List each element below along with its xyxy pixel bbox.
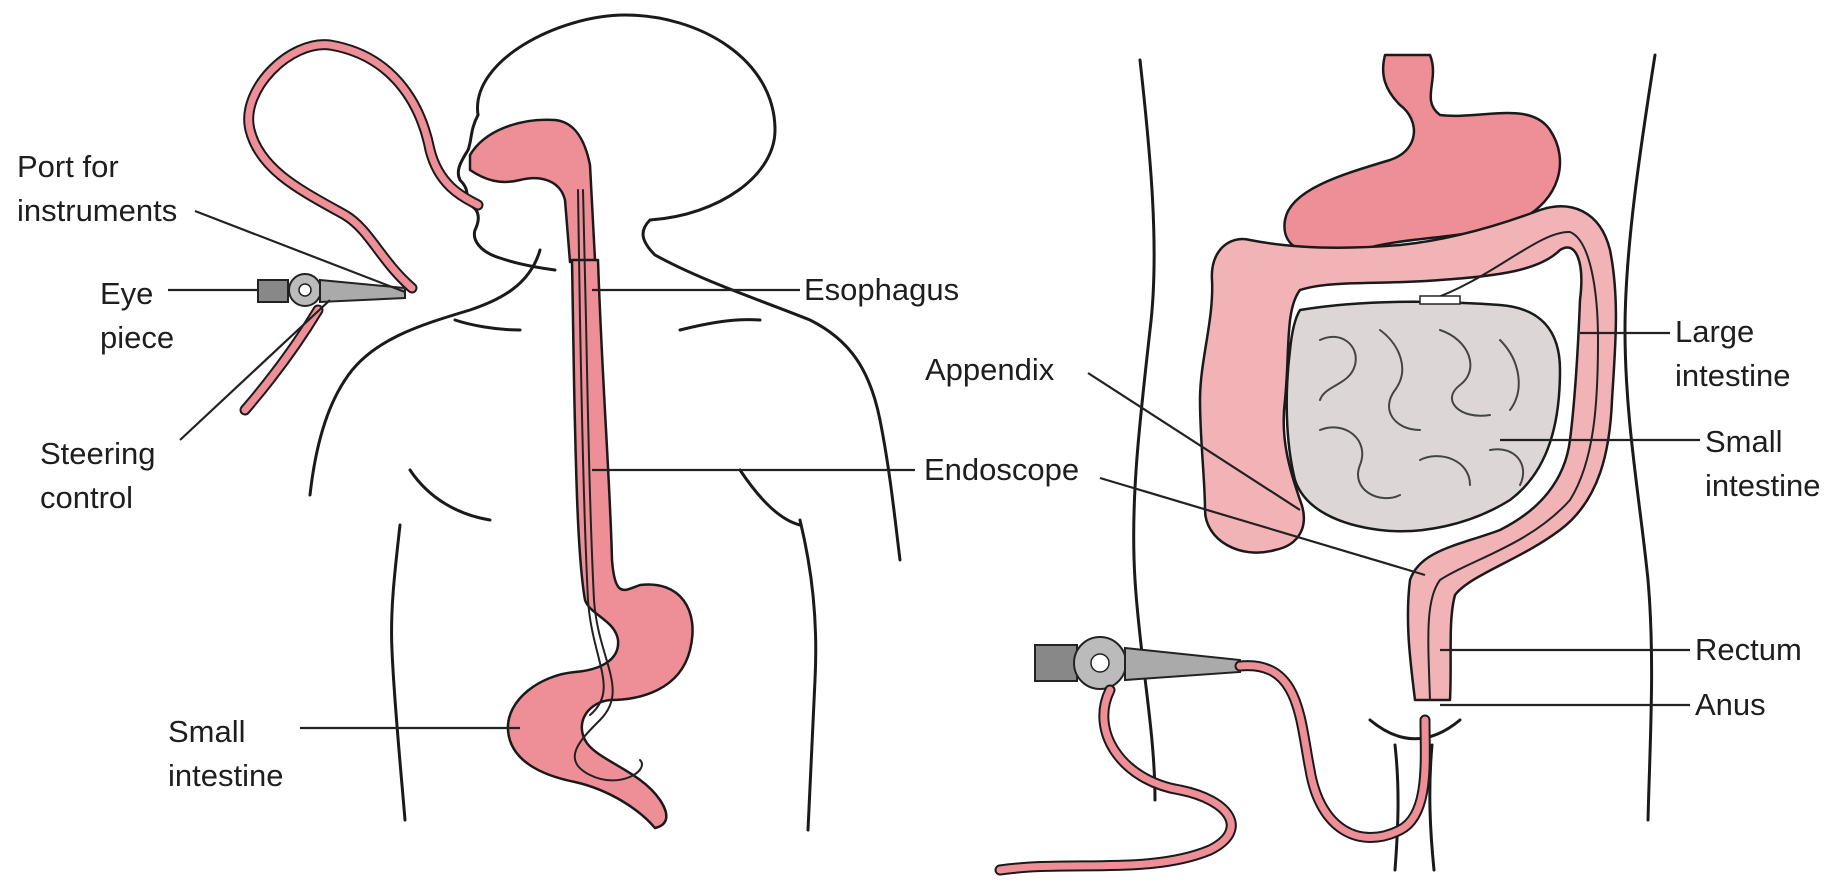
colonoscope-cable-tail	[1000, 690, 1231, 870]
label-rectum: Rectum	[1695, 628, 1802, 672]
label-port-for-instruments: Port for instruments	[17, 145, 177, 233]
upper-endoscopy-illustration	[245, 15, 900, 830]
label-endoscope: Endoscope	[924, 448, 1079, 492]
label-steering-control: Steering control	[40, 432, 155, 520]
torso-right-line	[800, 520, 816, 830]
scope-cable-loop	[249, 45, 478, 288]
torso-left-line	[392, 525, 405, 820]
label-small-intestine-left: Small intestine	[168, 710, 283, 798]
label-eye-piece: Eye piece	[100, 272, 174, 360]
chest-line-right	[740, 470, 800, 525]
leg-line-left	[1395, 745, 1398, 870]
chest-line-left	[410, 470, 490, 520]
colonoscope-handle	[1035, 637, 1240, 689]
label-large-intestine: Large intestine	[1675, 310, 1790, 398]
mouth-throat	[470, 120, 595, 262]
small-intestine-right	[1287, 302, 1560, 532]
shoulder-right	[680, 320, 760, 330]
endoscope-handle	[258, 274, 405, 306]
label-small-intestine-right: Small intestine	[1705, 420, 1820, 508]
esophagus-stomach	[508, 260, 693, 828]
label-appendix: Appendix	[925, 348, 1054, 392]
label-esophagus: Esophagus	[804, 268, 959, 312]
shoulder-left	[455, 320, 520, 330]
colonoscopy-illustration	[1000, 55, 1655, 870]
buttock-line	[1370, 720, 1460, 739]
abdomen-left-side	[1134, 60, 1155, 800]
label-anus: Anus	[1695, 683, 1766, 727]
